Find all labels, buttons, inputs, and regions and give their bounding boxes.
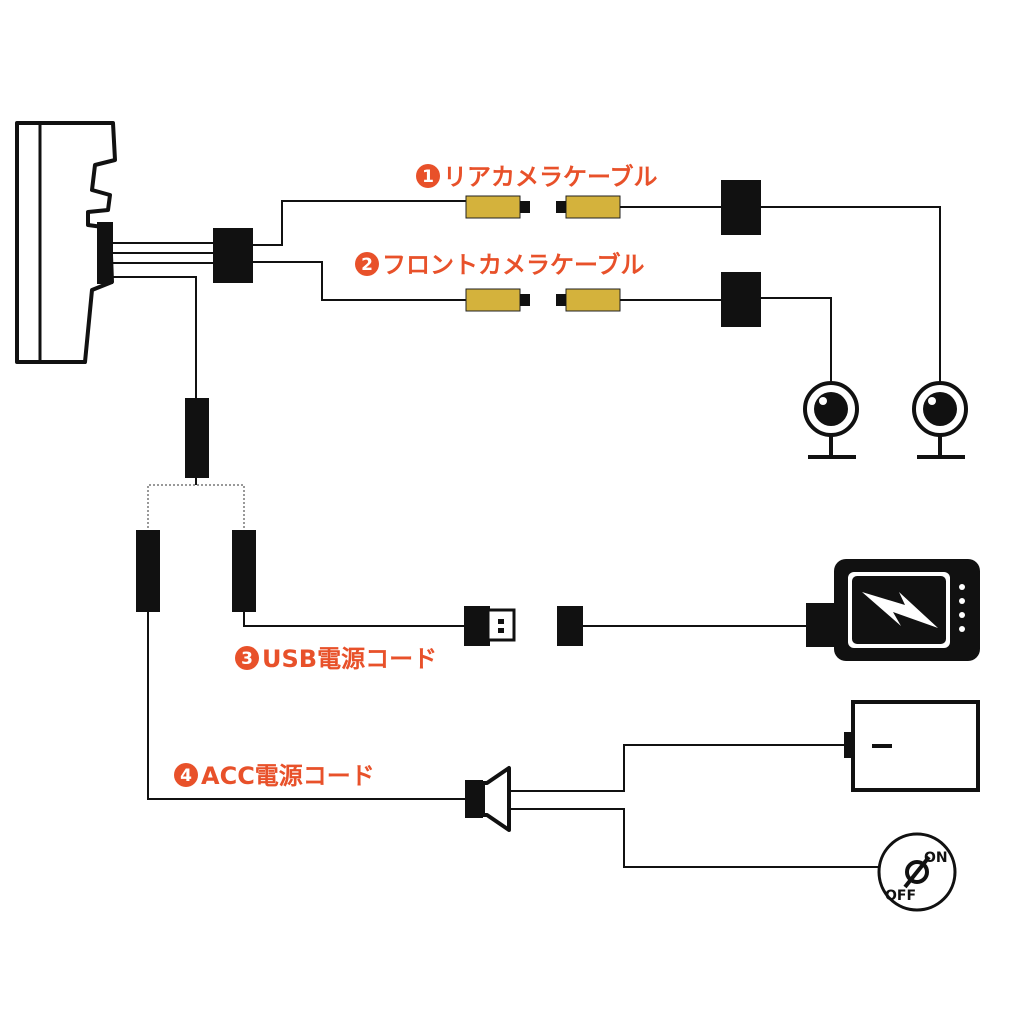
webcam-icon [803, 381, 859, 459]
rca-plug [465, 195, 521, 219]
front-cable-block [721, 272, 761, 327]
front-camera-cable-label: フロントカメラケーブル [382, 251, 645, 279]
usb-socket [557, 606, 583, 646]
acc-plug-block [136, 530, 160, 612]
number-badge-text: 4 [180, 766, 192, 786]
cable-label-4: 4 ACC電源コード [174, 762, 375, 790]
webcam-icon [912, 381, 968, 459]
number-badge [235, 646, 259, 670]
rear-cable-block [721, 180, 761, 235]
number-badge-text: 1 [422, 167, 434, 187]
power-cable-splitter [112, 276, 256, 612]
number-badge [355, 252, 379, 276]
number-badge-text: 3 [241, 649, 253, 669]
battery-icon [844, 700, 980, 792]
rear-camera-cable-label: リアカメラケーブル [443, 163, 658, 191]
acc-power-cord [147, 612, 880, 868]
camera-cables [112, 180, 941, 384]
cable-label-1: 1 リアカメラケーブル [416, 163, 658, 191]
power-bank-icon [806, 559, 980, 661]
acc-connector [465, 766, 511, 832]
number-badge [174, 763, 198, 787]
usb-plug-block [232, 530, 256, 612]
power-cable-block [185, 398, 209, 478]
number-badge-text: 2 [361, 255, 373, 275]
cable-label-2: 2 フロントカメラケーブル [355, 251, 645, 279]
dashcam-monitor-icon [15, 121, 117, 364]
acc-power-cord-label: ACC電源コード [201, 762, 375, 790]
switch-on-label: ON [924, 850, 948, 866]
ignition-switch-icon: ON OFF [877, 832, 957, 912]
rca-socket [565, 195, 621, 219]
junction-block [213, 228, 253, 283]
switch-off-label: OFF [885, 888, 916, 904]
usb-power-cord-label: USB電源コード [262, 645, 437, 673]
number-badge [416, 164, 440, 188]
rca-plug [465, 288, 521, 312]
cable-label-3: 3 USB電源コード [235, 645, 437, 673]
usb-power-cord [243, 559, 980, 661]
usb-plug-icon [464, 606, 516, 646]
rca-socket [565, 288, 621, 312]
